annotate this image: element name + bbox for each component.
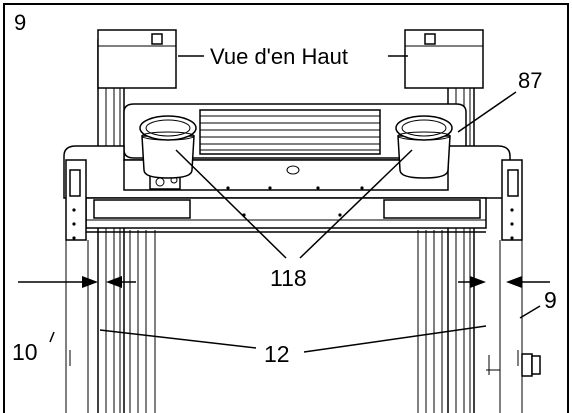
part-label-12: 12 bbox=[264, 341, 290, 367]
part-label-9: 9 bbox=[544, 287, 557, 313]
left-arrows bbox=[18, 276, 136, 288]
step-number: 9 bbox=[14, 10, 26, 35]
view-label: Vue d'en Haut bbox=[210, 44, 348, 69]
inner-rails bbox=[129, 230, 443, 413]
left-bracket bbox=[65, 159, 89, 413]
console-top bbox=[123, 103, 467, 159]
left-cup-holder bbox=[139, 115, 197, 179]
part-label-118: 118 bbox=[270, 265, 307, 291]
part-label-10: 10 bbox=[12, 339, 38, 365]
right-arrows bbox=[458, 276, 550, 288]
right-bracket bbox=[486, 159, 541, 413]
right-cup-holder bbox=[395, 115, 453, 179]
diagram-frame bbox=[3, 3, 569, 413]
leader-lines bbox=[49, 55, 541, 353]
part-label-87: 87 bbox=[518, 68, 542, 93]
